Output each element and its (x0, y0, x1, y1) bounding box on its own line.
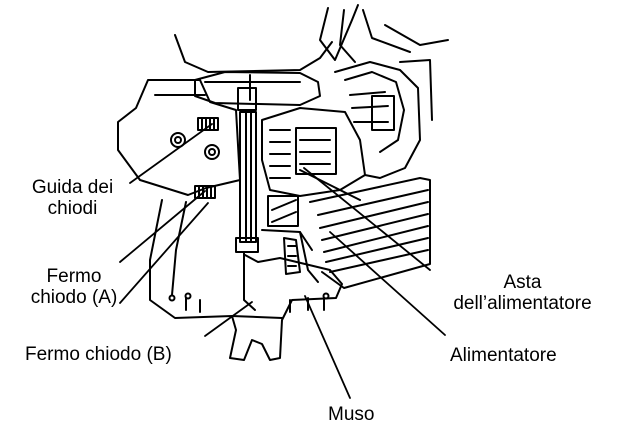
label-asta-line2: dell’alimentatore (453, 293, 592, 314)
leader-muso (304, 295, 351, 399)
magazine-housing (334, 59, 433, 179)
leader-fermo-b (119, 202, 209, 304)
label-muso: Muso (328, 404, 374, 425)
label-guida-line1: Guida dei (31, 177, 114, 198)
label-fermo-a-line1: Fermo (46, 266, 102, 287)
label-asta-alimentatore: Asta dell’alimentatore (425, 272, 620, 314)
label-fermo-a-line2: chiodo (A) (30, 287, 118, 308)
feeder-mechanism (261, 107, 366, 251)
label-fermo-b-text: Fermo chiodo (B) (25, 344, 172, 365)
driver-column (235, 87, 259, 311)
label-muso-text: Muso (328, 404, 375, 425)
label-alimentatore: Alimentatore (450, 345, 557, 366)
label-fermo-chiodo-a: Fermo chiodo (A) (14, 266, 134, 308)
feeder-strip (283, 177, 431, 289)
label-guida-dei-chiodi: Guida dei chiodi (5, 177, 140, 219)
label-asta-line1: Asta (503, 272, 542, 293)
leader-fermo-a (119, 190, 206, 263)
leader-asta (303, 167, 431, 271)
tool-top-frame (174, 4, 449, 106)
leader-alimentatore (329, 231, 446, 336)
label-alimentatore-text: Alimentatore (450, 345, 557, 366)
nail-guide-body (117, 79, 241, 199)
label-fermo-chiodo-b: Fermo chiodo (B) (25, 344, 172, 365)
label-guida-line2: chiodi (47, 198, 98, 219)
leader-lines (119, 123, 446, 399)
leader-guida (129, 123, 213, 184)
leader-fermo-b-2 (204, 301, 253, 337)
